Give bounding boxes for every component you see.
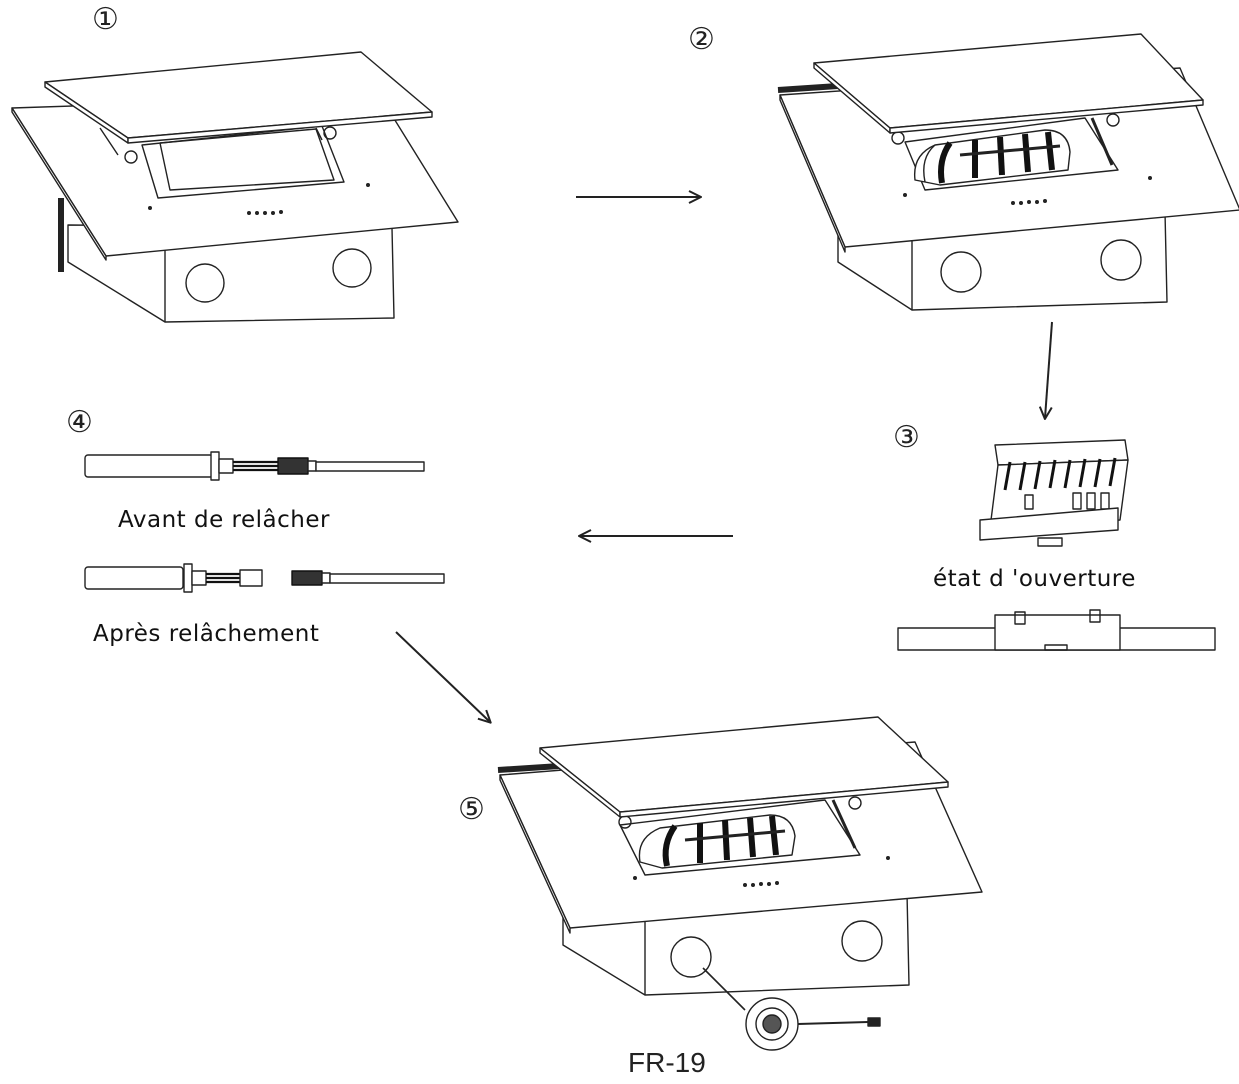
step-1-marker: ①: [92, 2, 119, 37]
step-2-marker: ②: [688, 22, 715, 57]
caption-before-release: Avant de relâcher: [118, 507, 330, 533]
hood-light-removed-figure: [497, 716, 983, 1051]
caption-open-state: état d 'ouverture: [933, 566, 1136, 592]
step-5-marker: ⑤: [458, 792, 485, 827]
lamp-unit: [745, 997, 881, 1051]
step-3-marker: ③: [893, 420, 920, 455]
hood-open-fan-figure: [777, 33, 1239, 311]
arrow-step4-to-step5: [395, 631, 492, 724]
connector-box-figure: [979, 439, 1129, 547]
blower-fan: [638, 814, 796, 869]
arrow-step2-to-step3: [1038, 321, 1053, 420]
page-number: FR-19: [628, 1047, 706, 1078]
open-state-rail: [897, 609, 1216, 651]
caption-after-release: Après relâchement: [93, 621, 320, 647]
plug-before-release: [84, 451, 425, 481]
step-4-marker: ④: [66, 405, 93, 440]
plug-after-release: [84, 563, 445, 593]
hood-closed-figure: [11, 51, 459, 323]
blower-fan: [913, 129, 1071, 186]
